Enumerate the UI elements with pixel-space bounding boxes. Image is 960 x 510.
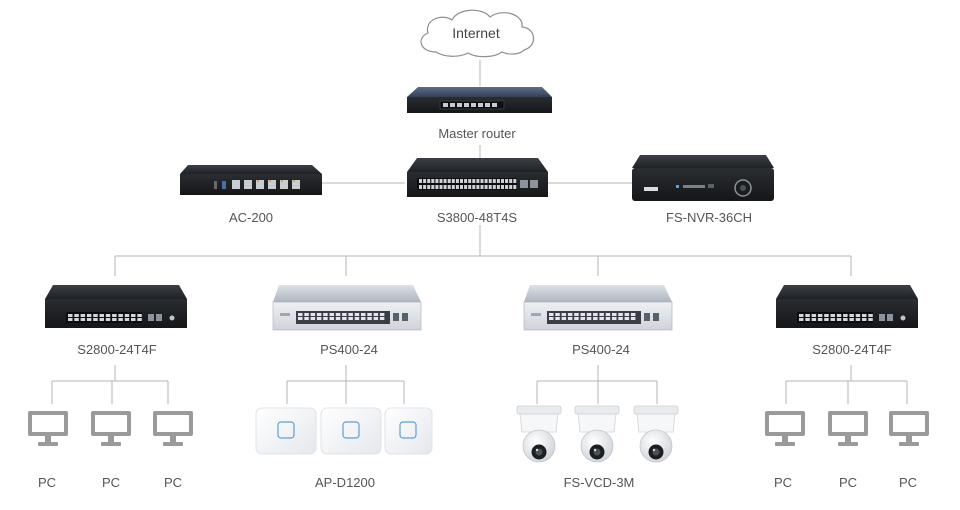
core-switch-label: S3800-48T4S xyxy=(436,210,518,225)
master-router-icon xyxy=(407,87,552,113)
dome-camera-icon xyxy=(516,405,562,463)
access-point-icon xyxy=(255,407,317,455)
access-point-group-label: AP-D1200 xyxy=(315,475,375,490)
access-switch-4-label: S2800-24T4F xyxy=(812,342,892,357)
access-point-icon xyxy=(320,407,382,455)
access-switch-2-label: PS400-24 xyxy=(320,342,378,357)
pc-label: PC xyxy=(898,475,918,490)
dome-camera-icon xyxy=(574,405,620,463)
access-switch-2-icon xyxy=(272,285,422,331)
nvr-label: FS-NVR-36CH xyxy=(666,210,752,225)
pc-label: PC xyxy=(101,475,121,490)
dome-camera-icon xyxy=(633,405,679,463)
pc-label: PC xyxy=(773,475,793,490)
pc-icons xyxy=(28,411,929,446)
pc-icon xyxy=(153,411,193,446)
pc-icon xyxy=(889,411,929,446)
internet-cloud-icon xyxy=(420,9,535,58)
access-switch-3-icon xyxy=(523,285,673,331)
dome-camera-icons xyxy=(516,405,679,463)
access-point-icons xyxy=(255,407,433,455)
access-switch-1-icon xyxy=(45,285,187,328)
access-switch-3-label: PS400-24 xyxy=(572,342,630,357)
pc-label: PC xyxy=(838,475,858,490)
pc-icon xyxy=(91,411,131,446)
pc-icon xyxy=(765,411,805,446)
controller-ac-200-icon xyxy=(180,165,322,195)
access-switch-1-label: S2800-24T4F xyxy=(77,342,157,357)
master-router-label: Master router xyxy=(438,126,516,141)
core-switch-s3800-icon xyxy=(407,158,548,197)
nvr-fs-nvr-36ch-icon xyxy=(632,155,774,201)
camera-group-label: FS-VCD-3M xyxy=(563,475,635,490)
pc-icon xyxy=(828,411,868,446)
controller-label: AC-200 xyxy=(228,210,274,225)
access-point-icon xyxy=(384,407,433,455)
access-switch-4-icon xyxy=(776,285,918,328)
internet-label: Internet xyxy=(452,25,500,41)
pc-label: PC xyxy=(37,475,57,490)
connection-lines xyxy=(51,60,908,404)
pc-icon xyxy=(28,411,68,446)
pc-label: PC xyxy=(163,475,183,490)
